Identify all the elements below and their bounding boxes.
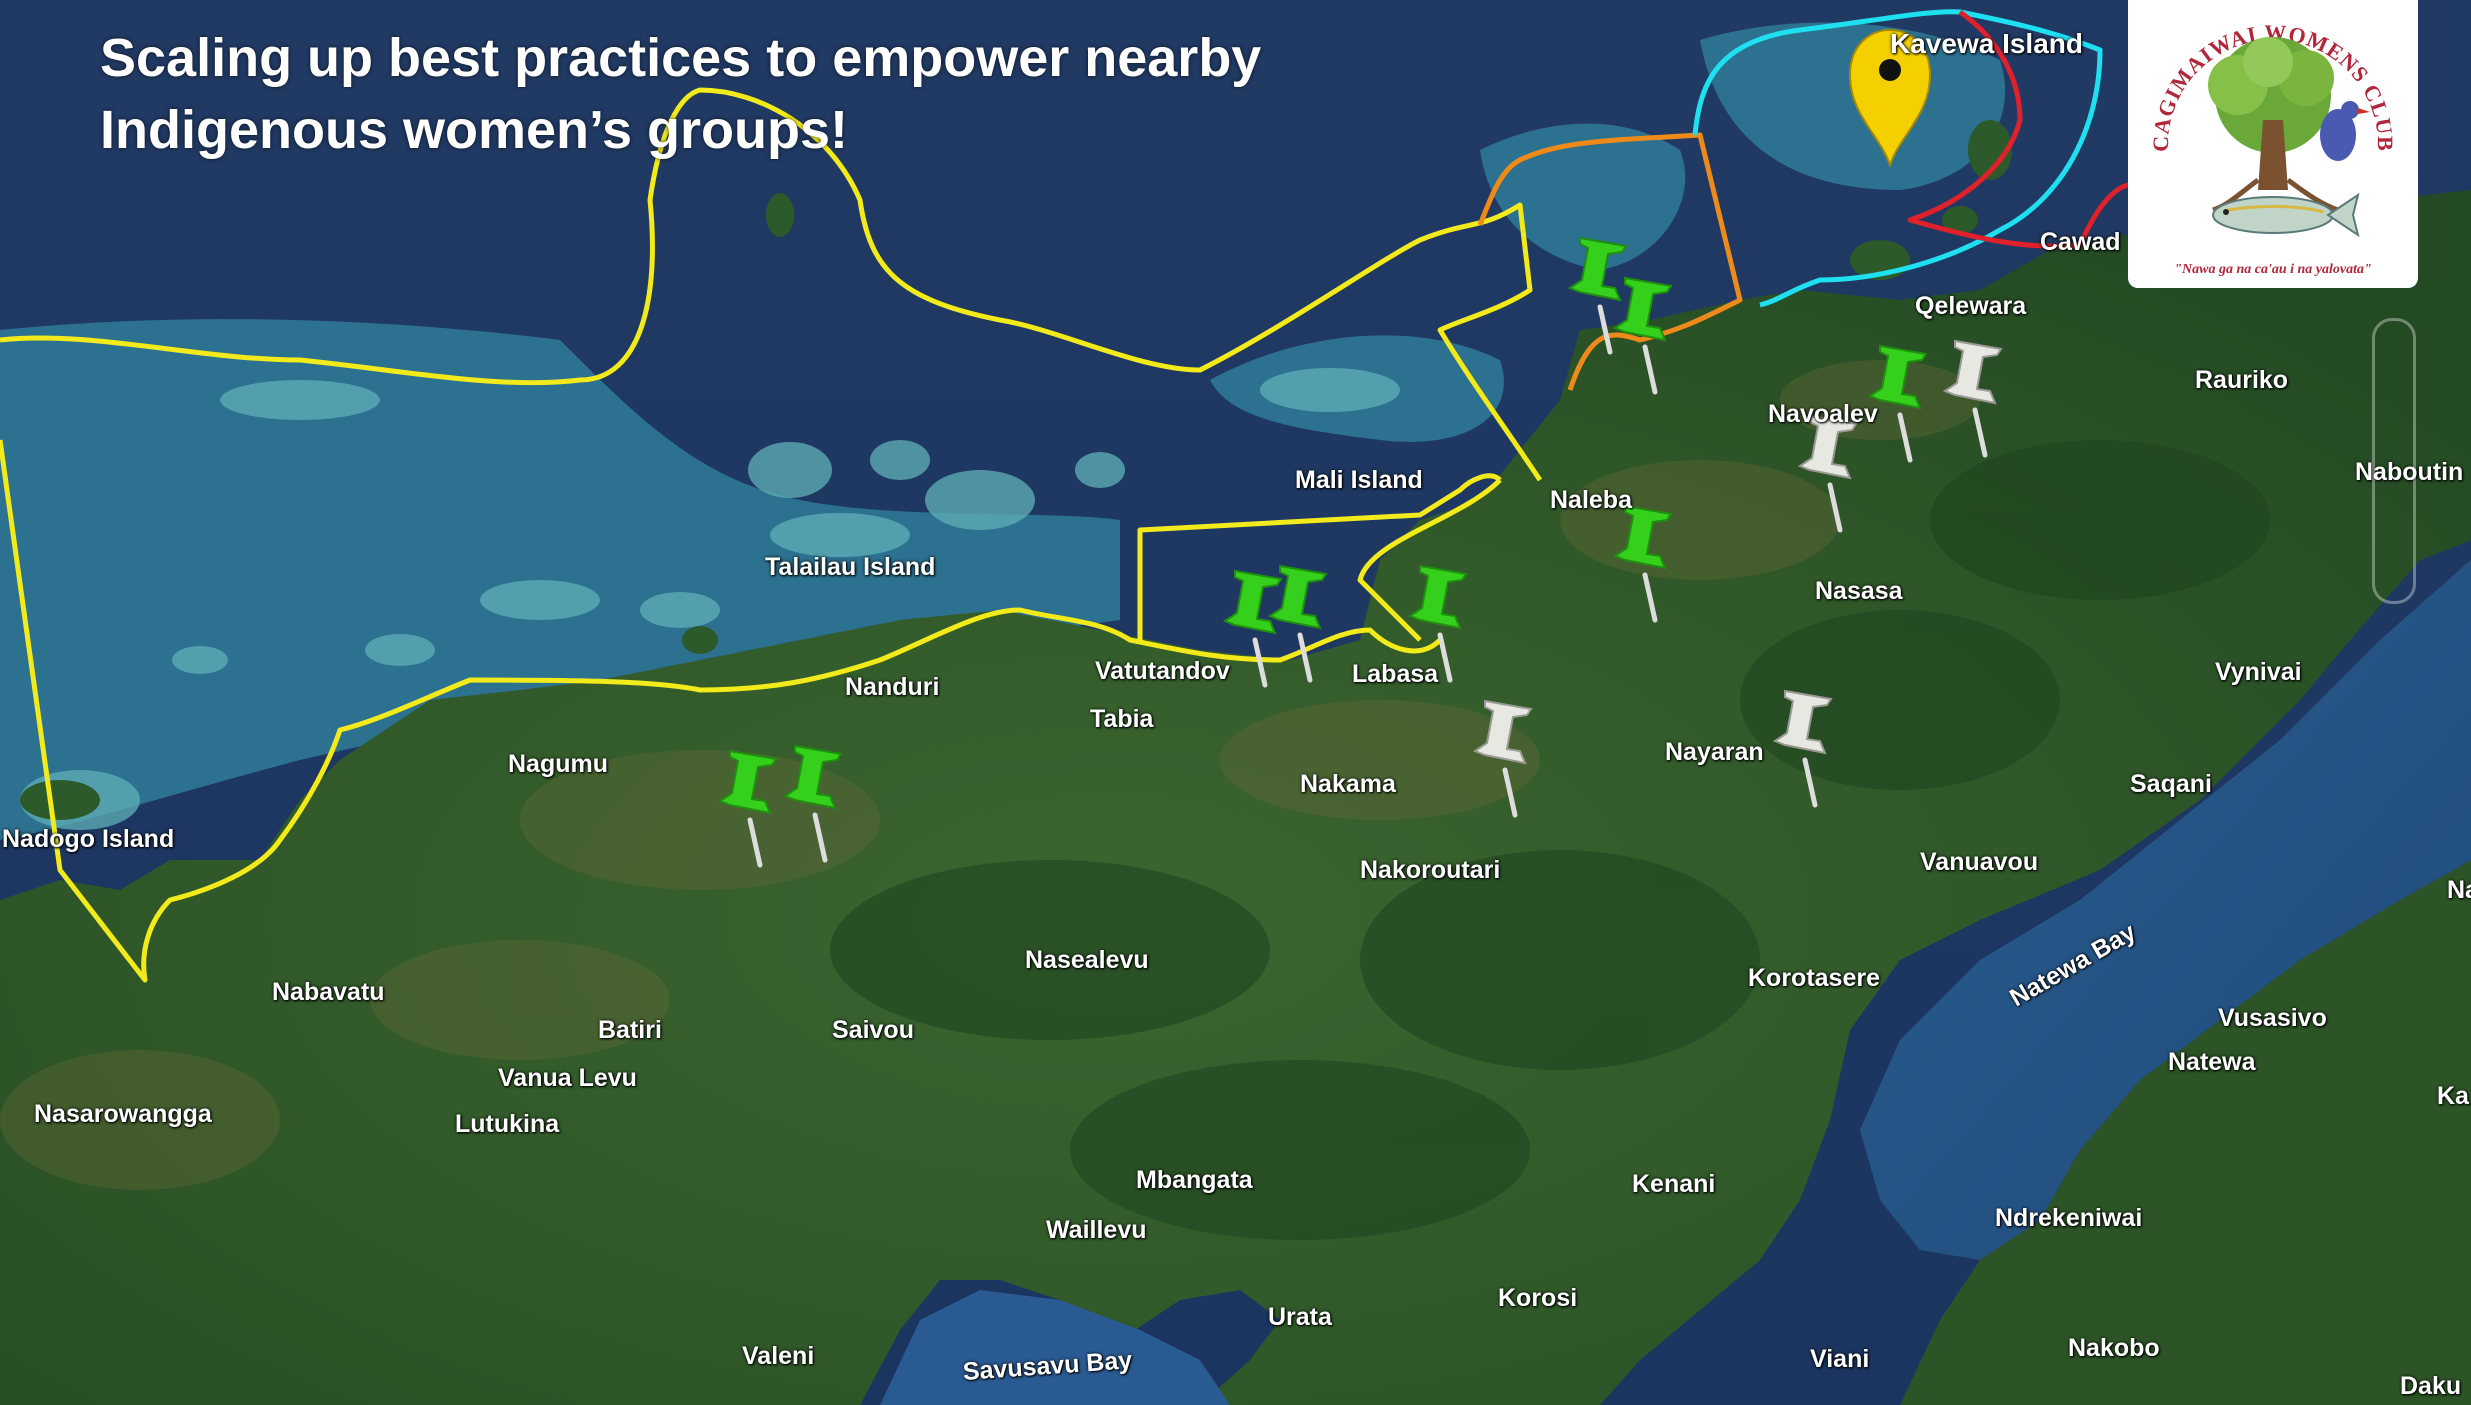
place-label-labasa: Labasa <box>1352 660 1439 688</box>
place-label-nasealevu: Nasealevu <box>1025 946 1149 974</box>
map-zoom-slider[interactable] <box>2372 318 2416 604</box>
place-label-daku: Daku <box>2400 1372 2462 1400</box>
place-label-urata: Urata <box>1268 1303 1332 1331</box>
natewa-bay <box>1860 560 2471 1260</box>
place-label-lutukina: Lutukina <box>455 1110 560 1138</box>
place-label-tabia: Tabia <box>1090 705 1154 733</box>
place-label-mali-island: Mali Island <box>1295 466 1423 494</box>
place-label-rauriko: Rauriko <box>2195 366 2289 394</box>
place-label-qelewara: Qelewara <box>1915 292 2027 320</box>
place-label-nanduri: Nanduri <box>845 673 940 701</box>
fish-icon <box>2212 192 2360 238</box>
place-label-nabavatu: Nabavatu <box>272 978 385 1006</box>
place-label-nasarowangga: Nasarowangga <box>34 1100 212 1128</box>
boundary-orange <box>1477 132 1743 391</box>
place-label-korosi: Korosi <box>1498 1284 1578 1312</box>
place-label-nasasa: Nasasa <box>1815 577 1903 605</box>
place-label-vanua-levu: Vanua Levu <box>498 1064 637 1092</box>
cagimaiwai-womens-club-logo: CAGIMAIWAI WOMENS CLUB "Nawa ga na ca'au… <box>2128 0 2418 288</box>
place-label-kavewa-island: Kavewa Island <box>1890 28 2083 59</box>
boundary-cyan <box>1692 9 2103 308</box>
land-texture <box>0 360 1980 1190</box>
logo-tagline: "Nawa ga na ca'au i na yalovata" <box>2174 262 2372 277</box>
place-label-naleba: Naleba <box>1550 486 1632 514</box>
place-label-natewa: Natewa <box>2168 1048 2256 1076</box>
place-label-kenani: Kenani <box>1632 1170 1716 1198</box>
place-label-cawad: Cawad <box>2040 228 2121 256</box>
place-label-vusasivo: Vusasivo <box>2218 1004 2327 1032</box>
place-label-vatutandov: Vatutandov <box>1095 657 1230 685</box>
slide-title-line-1: Scaling up best practices to empower nea… <box>100 28 1262 88</box>
place-label-nayaran: Nayaran <box>1665 738 1764 766</box>
slide-title-line-2: Indigenous women’s groups! <box>100 100 849 160</box>
boundary-yellow <box>0 87 1543 983</box>
land-eastern-peninsula <box>1900 860 2471 1405</box>
land-vanua-levu <box>0 190 2471 1405</box>
location-marker-icon[interactable] <box>1848 28 1932 169</box>
boundary-red <box>1907 9 2141 249</box>
bird-icon <box>2320 101 2370 161</box>
place-label-vanuavou: Vanuavou <box>1920 848 2039 876</box>
place-label-vynivai: Vynivai <box>2215 658 2302 686</box>
tree-icon <box>2208 37 2339 213</box>
place-label-nakama: Nakama <box>1300 770 1396 798</box>
place-label-viani: Viani <box>1810 1345 1870 1373</box>
place-label-naboutin: Naboutin <box>2355 458 2464 486</box>
place-label-saivou: Saivou <box>832 1016 914 1044</box>
reef-shallows <box>0 22 2006 841</box>
place-label-ka: Ka <box>2437 1082 2469 1110</box>
slide-title: Scaling up best practices to empower nea… <box>100 22 1261 166</box>
place-label-waillevu: Waillevu <box>1046 1216 1147 1244</box>
place-label-nakoroutari: Nakoroutari <box>1360 856 1501 884</box>
place-label-nakobo: Nakobo <box>2068 1334 2160 1362</box>
place-label-nagumu: Nagumu <box>508 750 608 778</box>
place-label-nadogo-island: Nadogo Island <box>2 825 175 853</box>
place-label-saqani: Saqani <box>2130 770 2212 798</box>
savusavu-bay <box>880 1290 1230 1405</box>
place-label-ndrekeniwai: Ndrekeniwai <box>1995 1204 2143 1232</box>
place-label-na: Na <box>2447 876 2471 904</box>
place-label-valeni: Valeni <box>742 1342 815 1370</box>
place-label-korotasere: Korotasere <box>1748 964 1880 992</box>
place-label-talailau-island: Talailau Island <box>765 553 936 581</box>
place-label-mbangata: Mbangata <box>1136 1166 1253 1194</box>
place-label-batiri: Batiri <box>598 1016 662 1044</box>
place-label-navoalev: Navoalev <box>1768 400 1878 428</box>
